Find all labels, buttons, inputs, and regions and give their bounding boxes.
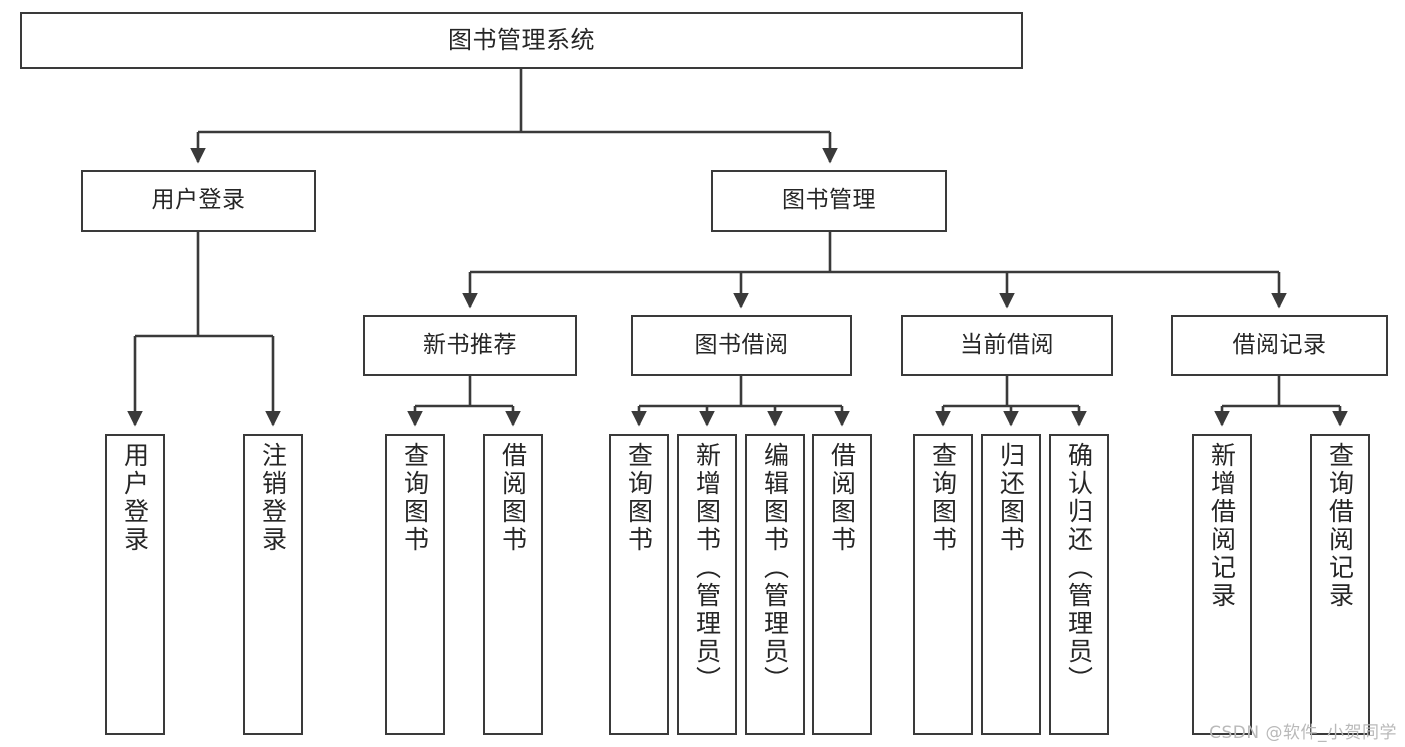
node-label: 借阅图书 [498,442,528,554]
node-borrow-records[interactable]: 借阅记录 [1171,315,1388,376]
node-label: 用户登录 [151,187,246,214]
node-label: 当前借阅 [960,331,1054,358]
watermark: CSDN @软件_小贺同学 [1209,723,1397,743]
leaf-query-book-borrow[interactable]: 查询图书 [609,434,669,735]
leaf-add-borrow-record[interactable]: 新增借阅记录 [1192,434,1252,735]
leaf-user-login[interactable]: 用户登录 [105,434,165,735]
leaf-borrow-book[interactable]: 借阅图书 [812,434,872,735]
leaf-return-book[interactable]: 归还图书 [981,434,1041,735]
node-label: 查询图书 [400,442,430,554]
node-label: 新书推荐 [423,331,517,358]
node-root-system[interactable]: 图书管理系统 [20,12,1023,69]
node-new-book-recommend[interactable]: 新书推荐 [363,315,577,376]
node-label: 归还图书 [996,442,1026,554]
node-label: 新增图书（管理员） [692,442,722,694]
leaf-query-book-current[interactable]: 查询图书 [913,434,973,735]
leaf-confirm-return-admin[interactable]: 确认归还（管理员） [1049,434,1109,735]
node-label: 注销登录 [258,442,288,554]
leaf-borrow-book-recommend[interactable]: 借阅图书 [483,434,543,735]
node-label: 新增借阅记录 [1207,442,1237,610]
leaf-edit-book-admin[interactable]: 编辑图书（管理员） [745,434,805,735]
leaf-query-borrow-record[interactable]: 查询借阅记录 [1310,434,1370,735]
node-current-borrow[interactable]: 当前借阅 [901,315,1113,376]
leaf-query-book-recommend[interactable]: 查询图书 [385,434,445,735]
node-label: 图书借阅 [694,331,789,358]
node-label: 查询借阅记录 [1325,442,1355,610]
leaf-add-book-admin[interactable]: 新增图书（管理员） [677,434,737,735]
node-label: 编辑图书（管理员） [760,442,790,694]
node-label: 查询图书 [624,442,654,554]
node-label: 查询图书 [928,442,958,554]
node-user-login[interactable]: 用户登录 [81,170,316,232]
node-book-borrow[interactable]: 图书借阅 [631,315,852,376]
node-label: 图书管理 [782,187,876,214]
node-label: 用户登录 [120,442,150,554]
node-label: 图书管理系统 [448,26,595,55]
node-label: 借阅记录 [1232,331,1327,358]
node-label: 确认归还（管理员） [1064,442,1094,694]
node-label: 借阅图书 [827,442,857,554]
leaf-user-logout[interactable]: 注销登录 [243,434,303,735]
node-book-management[interactable]: 图书管理 [711,170,947,232]
